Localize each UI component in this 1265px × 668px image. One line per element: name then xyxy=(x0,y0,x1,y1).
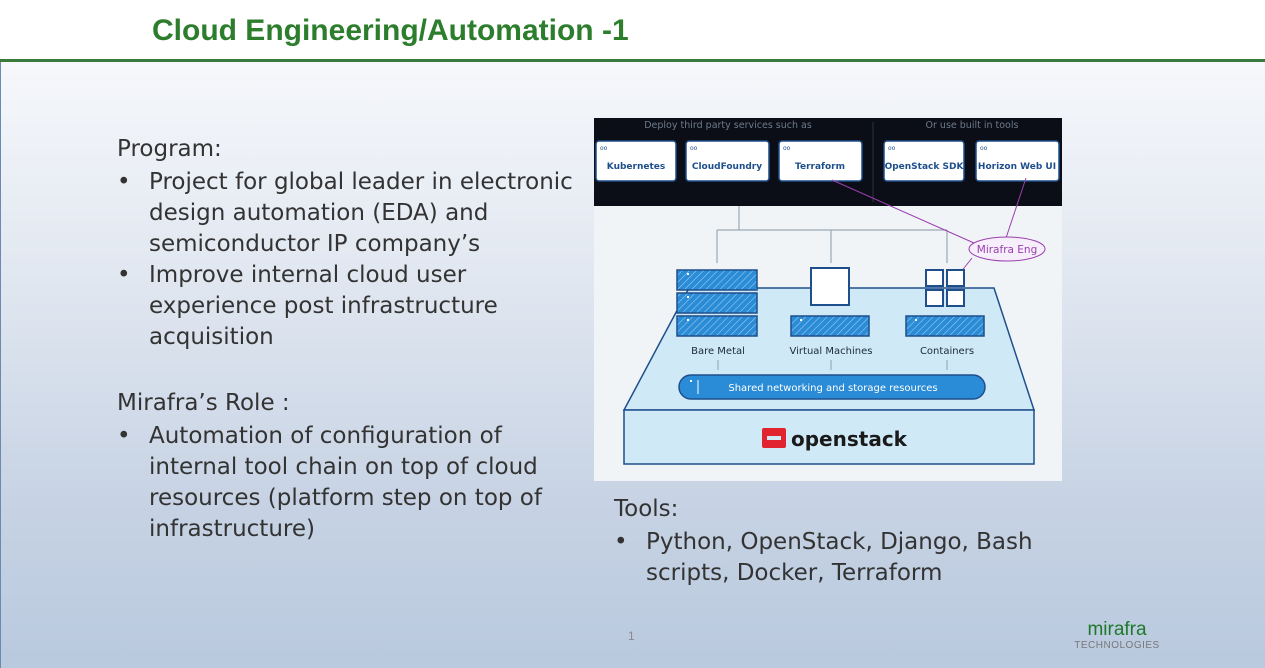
svg-text:oo: oo xyxy=(600,145,608,152)
resource-label: Virtual Machines xyxy=(790,346,873,357)
svg-text:oo: oo xyxy=(783,145,791,152)
shared-bar-dot xyxy=(690,380,692,382)
svg-text:oo: oo xyxy=(690,145,698,152)
logo-wordmark: mirafra xyxy=(1087,619,1147,640)
callout-pointer-horizon xyxy=(1005,177,1027,239)
role-bullet-list: Automation of configuration of internal … xyxy=(117,421,587,545)
service-box-cloudfoundry: oo CloudFoundry xyxy=(685,140,770,182)
containers-icon xyxy=(905,269,985,337)
program-heading: Program: xyxy=(117,136,222,162)
tools-heading: Tools: xyxy=(614,496,679,522)
role-bullet: Automation of configuration of internal … xyxy=(117,421,587,545)
resource-label: Bare Metal xyxy=(691,346,745,357)
service-label: CloudFoundry xyxy=(692,162,762,172)
service-label: Terraform xyxy=(795,162,845,172)
service-label: Kubernetes xyxy=(607,162,665,172)
callout-pointer-terraform xyxy=(831,179,975,244)
connector-lines xyxy=(716,206,948,263)
service-box-kubernetes: oo Kubernetes xyxy=(595,140,677,182)
mirafra-logo: mirafra TECHNOLOGIES xyxy=(1070,619,1164,652)
mirafra-callout xyxy=(968,236,1046,262)
slide-title: Cloud Engineering/Automation -1 xyxy=(152,14,629,47)
program-section: Program: Project for global leader in el… xyxy=(117,134,587,545)
openstack-wordmark: openstack xyxy=(791,427,908,451)
left-edge-line xyxy=(0,62,1,668)
openstack-logo-icon xyxy=(762,428,786,448)
logo-subtitle: TECHNOLOGIES xyxy=(1074,640,1160,651)
page-number: 1 xyxy=(628,629,635,643)
virtual-machine-icon xyxy=(790,267,870,337)
openstack-diagram: Deploy third party services such as Or u… xyxy=(594,118,1062,481)
platform-base xyxy=(623,409,1035,465)
resource-ticks xyxy=(717,360,948,370)
title-bar: Cloud Engineering/Automation -1 xyxy=(0,0,1265,60)
diagram-svg: Deploy third party services such as Or u… xyxy=(594,118,1062,465)
program-bullet-list: Project for global leader in electronic … xyxy=(117,167,587,353)
shared-resources-bar xyxy=(678,374,986,400)
title-divider xyxy=(0,59,1265,62)
svg-text:oo: oo xyxy=(888,145,896,152)
program-bullet: Improve internal cloud user experience p… xyxy=(117,260,587,353)
tools-bullet: Python, OpenStack, Django, Bash scripts,… xyxy=(614,527,1064,589)
tools-section: Tools: Python, OpenStack, Django, Bash s… xyxy=(614,494,1064,589)
resource-label: Containers xyxy=(920,346,974,357)
service-box-terraform: oo Terraform xyxy=(778,140,863,182)
callout-label: Mirafra Eng xyxy=(977,244,1037,256)
service-label: OpenStack SDK xyxy=(885,162,965,172)
bare-metal-server-stack xyxy=(676,269,758,337)
service-box-horizon-web-ui: oo Horizon Web UI xyxy=(975,140,1060,182)
role-heading: Mirafra’s Role : xyxy=(117,390,290,416)
builtin-caption: Or use built in tools xyxy=(926,120,1019,131)
svg-text:oo: oo xyxy=(980,145,988,152)
third-party-caption: Deploy third party services such as xyxy=(644,120,812,131)
service-box-openstack-sdk: oo OpenStack SDK xyxy=(883,140,965,182)
program-bullet: Project for global leader in electronic … xyxy=(117,167,587,260)
tools-bullet-list: Python, OpenStack, Django, Bash scripts,… xyxy=(614,527,1064,589)
shared-resources-label: Shared networking and storage resources xyxy=(728,383,937,394)
service-label: Horizon Web UI xyxy=(978,162,1056,172)
